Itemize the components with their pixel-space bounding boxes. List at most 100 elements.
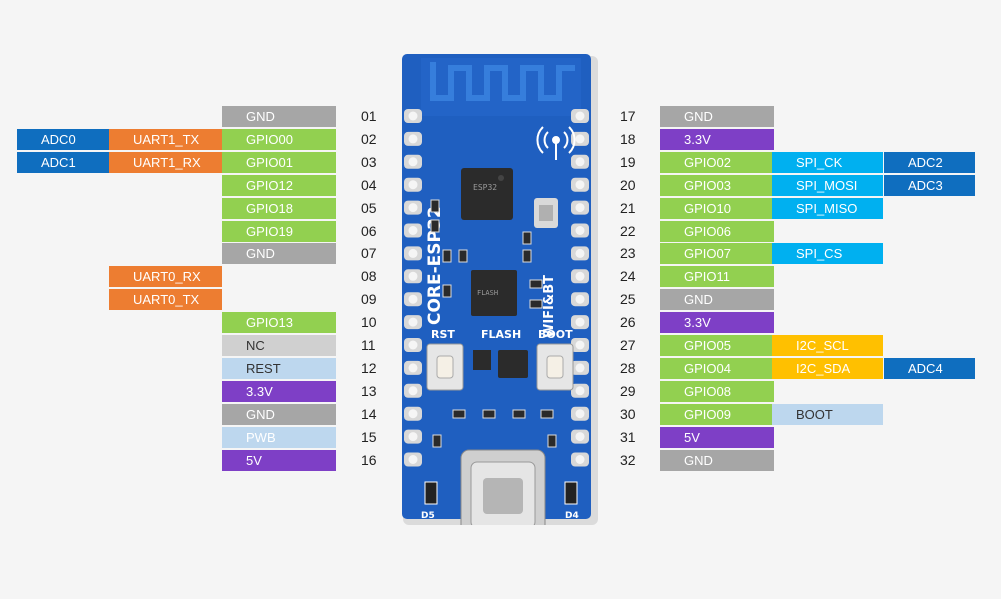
header-hole: [575, 180, 585, 190]
header-hole: [408, 340, 418, 350]
pin-name: GPIO19: [222, 221, 336, 242]
header-hole: [575, 248, 585, 258]
header-hole: [408, 226, 418, 235]
pin-row-18: 18 3.3V: [0, 129, 1001, 150]
antenna-trace: [430, 62, 575, 101]
alt-function: ADC1: [17, 152, 109, 173]
pin-number: 25: [620, 291, 636, 307]
alt-function: I2C_SDA: [772, 358, 883, 379]
boot-silk: BOOT: [538, 328, 573, 341]
small-chip: [473, 350, 491, 370]
antenna-area: [421, 58, 581, 116]
pin-row-26: 26 3.3V: [0, 312, 1001, 333]
pin-row-22: 22 GPIO06: [0, 221, 1001, 242]
pin-name: PWB: [222, 427, 336, 448]
header-hole: [575, 317, 585, 327]
header-hole: [408, 248, 418, 258]
alt-function: UART1_RX: [109, 152, 222, 173]
rst-silk: RST: [431, 328, 455, 341]
header-hole: [408, 455, 418, 464]
pin-number: 26: [620, 314, 636, 330]
header-hole: [408, 317, 418, 327]
pin-number: 07: [361, 245, 377, 261]
pin-number: 31: [620, 429, 636, 445]
header-hole: [408, 180, 418, 190]
pin-number: 29: [620, 383, 636, 399]
alt-function: ADC2: [884, 152, 975, 173]
pin-name: NC: [222, 335, 336, 356]
pin-number: 22: [620, 223, 636, 239]
pin-number: 09: [361, 291, 377, 307]
header-hole: [575, 409, 585, 419]
pin-name: GPIO00: [222, 129, 336, 150]
svg-text:D5: D5: [421, 511, 435, 521]
alt-function: SPI_MOSI: [772, 175, 883, 196]
pin-name: 3.3V: [660, 312, 774, 333]
header-hole: [408, 409, 418, 419]
header-hole: [575, 226, 585, 235]
pin-number: 24: [620, 268, 636, 284]
alt-function: ADC3: [884, 175, 975, 196]
led-d4: D4: [564, 481, 579, 521]
header-hole: [408, 432, 418, 442]
pin-name: REST: [222, 358, 336, 379]
pin-name: GPIO12: [222, 175, 336, 196]
pin-number: 23: [620, 245, 636, 261]
pin-number: 02: [361, 131, 377, 147]
rst-button[interactable]: [426, 343, 464, 391]
alt-function: ADC4: [884, 358, 975, 379]
flash-silk: FLASH: [481, 328, 521, 341]
pin-row-24: 24 GPIO11: [0, 266, 1001, 287]
pin-row-11: 11 NC: [0, 335, 1001, 356]
wifi-icon: [536, 126, 576, 160]
header-hole: [575, 386, 585, 396]
header-hole: [575, 111, 585, 121]
header-hole: [575, 157, 585, 167]
header-hole: [408, 111, 418, 121]
alt-function: ADC0: [17, 129, 109, 150]
alt-function: SPI_MISO: [772, 198, 883, 219]
header-hole: [408, 363, 418, 373]
pin-name: GPIO09: [660, 404, 774, 425]
wifi-bt-silk: WIFI&BT: [542, 275, 557, 338]
pin-name: GND: [660, 289, 774, 310]
header-hole: [408, 271, 418, 281]
header-hole: [408, 203, 418, 213]
flash-chip: [471, 270, 517, 316]
boot-button[interactable]: [536, 343, 574, 391]
pin-number: 05: [361, 200, 377, 216]
pin-name: 3.3V: [660, 129, 774, 150]
pin-number: 21: [620, 200, 636, 216]
pin-name: GPIO11: [660, 266, 774, 287]
pin-number: 11: [361, 337, 376, 353]
pin-number: 27: [620, 337, 636, 353]
pin-name: GND: [222, 106, 336, 127]
pin-number: 32: [620, 452, 636, 468]
pin-name: GPIO01: [222, 152, 336, 173]
header-hole: [575, 340, 585, 350]
pin-name: GPIO06: [660, 221, 774, 242]
pin-name: 5V: [660, 427, 774, 448]
pin-number: 18: [620, 131, 636, 147]
alt-function: UART0_RX: [109, 266, 222, 287]
pin-row-25: 25 GND: [0, 289, 1001, 310]
pin-name: GPIO13: [222, 312, 336, 333]
left-header-holes: [404, 109, 422, 467]
